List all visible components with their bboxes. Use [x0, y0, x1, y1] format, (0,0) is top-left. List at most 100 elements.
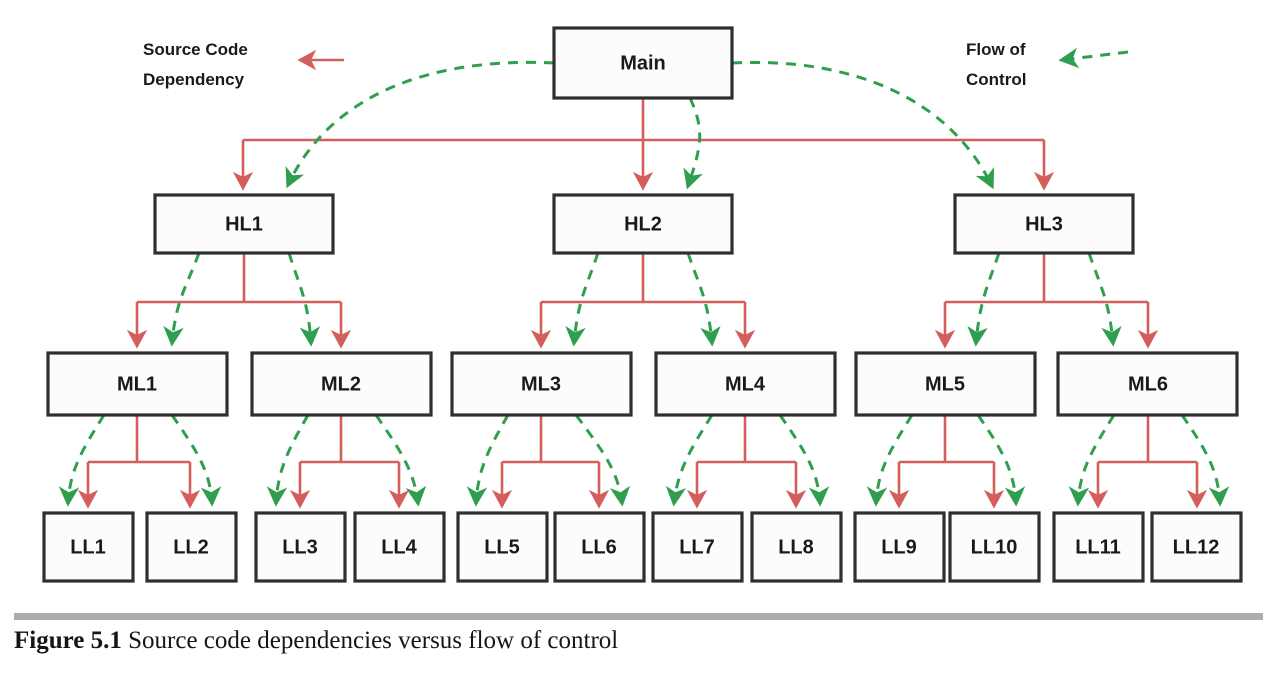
- legend-control-line2: Control: [966, 70, 1026, 89]
- node-ml3[interactable]: ML3: [450, 351, 633, 417]
- node-ll6-label: LL6: [581, 536, 617, 558]
- figure-caption-text: Source code dependencies versus flow of …: [121, 627, 619, 654]
- node-ml4-box[interactable]: [654, 351, 837, 417]
- node-ll9-label: LL9: [881, 536, 917, 558]
- node-ml5[interactable]: ML5: [854, 351, 1037, 417]
- legend-flow-of-control: Flow of Control: [966, 40, 1129, 89]
- node-ll8[interactable]: LL8: [750, 511, 843, 583]
- node-ml2-label: ML2: [321, 373, 361, 395]
- node-ll4-label: LL4: [381, 536, 417, 558]
- node-main-box[interactable]: [552, 26, 734, 100]
- node-ml2[interactable]: ML2: [250, 351, 433, 417]
- node-ll5-label: LL5: [484, 536, 520, 558]
- flow-hl2-ml3: [565, 252, 600, 347]
- node-ml3-label: ML3: [521, 373, 561, 395]
- legend-source-code-dependency: Source Code Dependency: [143, 40, 344, 89]
- flow-ml5-ll10: [976, 414, 1026, 507]
- node-ll2[interactable]: LL2: [145, 511, 238, 583]
- caption-separator-bar: [14, 613, 1263, 620]
- node-ll12-label: LL12: [1173, 536, 1220, 558]
- node-ll1-label: LL1: [70, 536, 106, 558]
- node-hl3-box[interactable]: [953, 193, 1135, 255]
- legend-control-arrow-icon: [1058, 47, 1129, 69]
- node-ll7[interactable]: LL7: [651, 511, 744, 583]
- flow-hl1-ml1: [163, 252, 201, 347]
- node-hl1-box[interactable]: [153, 193, 335, 255]
- node-ll8-label: LL8: [778, 536, 814, 558]
- dependency-flow-diagram: Source Code Dependency Flow of Control: [42, 26, 1243, 583]
- flow-hl3-ml5: [967, 252, 1001, 347]
- node-ll10[interactable]: LL10: [948, 511, 1041, 583]
- legend-control-line1: Flow of: [966, 40, 1026, 59]
- flow-ml6-ll12: [1180, 414, 1230, 507]
- node-ll5-box[interactable]: [456, 511, 549, 583]
- node-ll9-box[interactable]: [853, 511, 946, 583]
- node-ll4[interactable]: LL4: [353, 511, 446, 583]
- node-ml1-label: ML1: [117, 373, 157, 395]
- node-ml4-label: ML4: [725, 373, 766, 395]
- nodes-group: Main HL1 HL2 HL3 ML1 ML2: [42, 26, 1243, 583]
- node-hl2-box[interactable]: [552, 193, 734, 255]
- node-ll3[interactable]: LL3: [254, 511, 347, 583]
- node-ml3-box[interactable]: [450, 351, 633, 417]
- node-ll5[interactable]: LL5: [456, 511, 549, 583]
- node-ml6-box[interactable]: [1056, 351, 1239, 417]
- node-ll10-box[interactable]: [948, 511, 1041, 583]
- node-ll1[interactable]: LL1: [42, 511, 135, 583]
- flow-main-hl1: [285, 60, 555, 189]
- node-ll11[interactable]: LL11: [1052, 511, 1145, 583]
- node-hl3-label: HL3: [1025, 213, 1063, 235]
- node-ll11-box[interactable]: [1052, 511, 1145, 583]
- node-ml2-box[interactable]: [250, 351, 433, 417]
- node-ll2-label: LL2: [173, 536, 209, 558]
- node-ll7-label: LL7: [679, 536, 715, 558]
- node-ll7-box[interactable]: [651, 511, 744, 583]
- node-ll6-box[interactable]: [553, 511, 646, 583]
- flow-ml6-ll11: [1068, 414, 1116, 507]
- control-edges-group: [58, 60, 1230, 507]
- flow-ml2-ll3: [266, 414, 310, 507]
- flow-ml1-ll2: [170, 414, 222, 507]
- node-ll1-box[interactable]: [42, 511, 135, 583]
- node-ml6-label: ML6: [1128, 373, 1168, 395]
- legend-dependency-line2: Dependency: [143, 70, 245, 89]
- node-ml1-box[interactable]: [46, 351, 229, 417]
- node-ll3-box[interactable]: [254, 511, 347, 583]
- flow-ml1-ll1: [58, 414, 106, 507]
- node-hl2-label: HL2: [624, 213, 662, 235]
- node-hl1[interactable]: HL1: [153, 193, 335, 255]
- node-ml5-box[interactable]: [854, 351, 1037, 417]
- node-ll3-label: LL3: [282, 536, 318, 558]
- figure-caption: Figure 5.1 Source code dependencies vers…: [14, 627, 1264, 655]
- flow-ml4-ll7: [665, 414, 714, 507]
- legend-dependency-line1: Source Code: [143, 40, 248, 59]
- flow-main-hl3: [731, 60, 995, 190]
- node-ml5-label: ML5: [925, 373, 965, 395]
- node-ll2-box[interactable]: [145, 511, 238, 583]
- flow-hl1-ml2: [287, 252, 321, 347]
- flow-hl3-ml6: [1087, 252, 1122, 347]
- dependency-edges-group: [77, 98, 1208, 509]
- node-ll6[interactable]: LL6: [553, 511, 646, 583]
- flow-hl2-ml4: [686, 252, 721, 347]
- node-main[interactable]: Main: [552, 26, 734, 100]
- node-hl3[interactable]: HL3: [953, 193, 1135, 255]
- node-ll11-label: LL11: [1075, 536, 1121, 558]
- node-ll10-label: LL10: [971, 536, 1018, 558]
- node-ml1[interactable]: ML1: [46, 351, 229, 417]
- node-ll4-box[interactable]: [353, 511, 446, 583]
- node-ll9[interactable]: LL9: [853, 511, 946, 583]
- flow-ml4-ll8: [778, 414, 830, 507]
- node-main-label: Main: [620, 52, 666, 74]
- node-hl2[interactable]: HL2: [552, 193, 734, 255]
- flow-ml5-ll9: [866, 414, 914, 507]
- node-ll12[interactable]: LL12: [1150, 511, 1243, 583]
- node-ll12-box[interactable]: [1150, 511, 1243, 583]
- node-ml6[interactable]: ML6: [1056, 351, 1239, 417]
- node-hl1-label: HL1: [225, 213, 263, 235]
- flow-ml3-ll6: [574, 414, 631, 507]
- node-ll8-box[interactable]: [750, 511, 843, 583]
- node-ml4[interactable]: ML4: [654, 351, 837, 417]
- flow-ml2-ll4: [374, 414, 427, 507]
